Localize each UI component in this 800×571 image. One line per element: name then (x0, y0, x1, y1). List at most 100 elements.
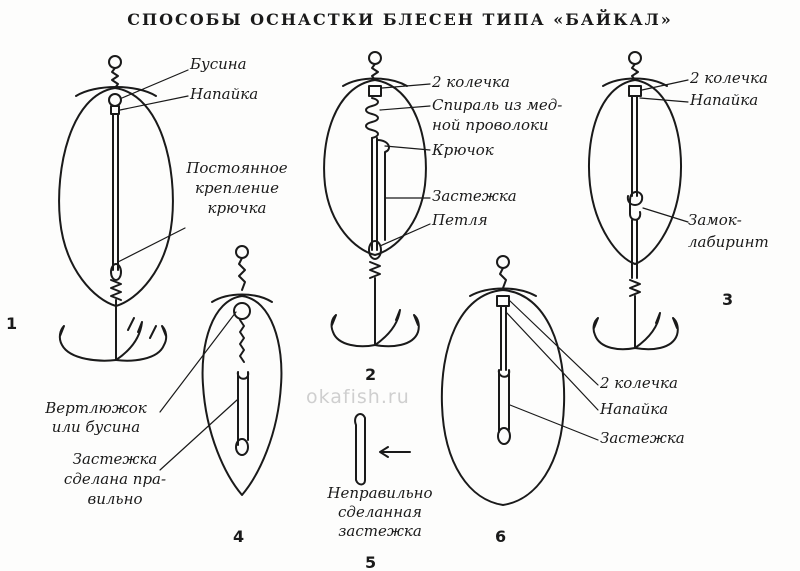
f2-label-loop: Петля (432, 211, 488, 229)
figure-1-hook-wrap (110, 279, 122, 301)
figure-1-spoon-outline (58, 87, 174, 307)
leader-f6-solder (505, 311, 599, 411)
figure-5-drawing (354, 413, 411, 486)
figure-3-treble-center (634, 312, 661, 349)
figure-6-shaft (500, 305, 507, 371)
f4-label-clasp-1: Застежка (72, 450, 158, 468)
leader-f4-clasp (159, 399, 238, 471)
figure-1-twist (111, 67, 119, 89)
figure-1-shaft (112, 113, 119, 271)
figure-5-number: 5 (365, 553, 377, 571)
figure-3-spoon-outline (588, 79, 682, 265)
figure-3-rings (628, 85, 642, 97)
figure-2-rings (368, 85, 382, 97)
figure-3-treble-right (634, 317, 679, 351)
figure-2-spiral (365, 97, 379, 139)
leader-f2-spiral (379, 105, 431, 111)
f2-label-clasp: Застежка (432, 187, 517, 205)
f3-label-lock-2: лабиринт (688, 233, 769, 251)
leader-f3-solder (639, 97, 689, 103)
figure-1-hook-eye (110, 263, 122, 281)
f2-label-spiral-2: ной проволоки (432, 116, 549, 134)
figure-2-hook-wrap (369, 261, 381, 279)
figure-6-twist (499, 267, 507, 289)
figure-6-rings (496, 295, 510, 307)
f4-label-clasp-2: сделана пра- (63, 470, 167, 488)
figure-1-bead (108, 93, 122, 107)
figure-2-eyelet (368, 51, 382, 65)
figure-2-clasp (376, 139, 390, 241)
f1-label-fixed-1: Постоянное (186, 159, 288, 177)
watermark: okafish.ru (306, 386, 410, 408)
figure-3-treble-left (592, 317, 636, 351)
figure-2-drawing (323, 51, 427, 348)
figure-3-lock (626, 190, 644, 221)
leader-f1-solder (119, 95, 189, 111)
figure-4-number: 4 (233, 527, 245, 546)
figure-6-eyelet (496, 255, 510, 269)
figure-5-clasp (354, 413, 366, 486)
figure-4-spoon-outline (201, 295, 283, 496)
figure-3-hook-wrap (629, 279, 641, 297)
leader-f1-fixed (117, 227, 186, 263)
f4-label-clasp-3: вильно (87, 490, 143, 508)
figure-2-spoon-outline (323, 79, 427, 256)
figure-3-twist (631, 63, 639, 81)
leader-f1-bead (121, 69, 189, 99)
figure-3-drawing (588, 51, 682, 351)
f4-label-swivel-2: или бусина (51, 418, 141, 436)
figure-2-loop (368, 240, 382, 260)
figure-6-clasp (497, 369, 511, 433)
figure-2-treble-right (374, 314, 420, 348)
figure-4-drawing (201, 245, 283, 496)
leader-lines (117, 69, 689, 471)
f3-label-lock-1: Замок- (688, 211, 742, 229)
figure-1-barbs (127, 317, 157, 339)
figure-6-drawing (440, 255, 566, 506)
f2-label-spiral-1: Спираль из мед- (432, 96, 563, 114)
f1-label-fixed-3: крючка (207, 199, 267, 217)
figure-3-eyelet (628, 51, 642, 65)
leader-f6-rings (508, 299, 599, 386)
f5-label-wrong-2: сделанная (338, 503, 422, 521)
figure-6-loop (497, 427, 511, 445)
leader-f2-hook (384, 145, 431, 151)
leader-f4-swivel (159, 311, 237, 413)
f1-label-bead: Бусина (190, 55, 247, 73)
diagram-title: СПОСОБЫ ОСНАСТКИ БЛЕСЕН ТИПА «БАЙКАЛ» (127, 10, 673, 29)
figure-2-treble-left (330, 314, 376, 348)
figure-4-twist (238, 257, 246, 291)
figure-4-eyelet (235, 245, 249, 259)
f3-label-rings: 2 колечка (690, 69, 768, 87)
f5-label-wrong-1: Неправильно (327, 484, 433, 502)
leader-f3-rings (641, 79, 689, 91)
figure-1-eyelet (108, 55, 122, 69)
figure-4-top-bar (211, 293, 273, 303)
f4-label-swivel-1: Вертлюжок (45, 399, 147, 417)
figure-1-drawing (58, 55, 174, 362)
f6-label-solder: Напайка (600, 400, 669, 418)
figure-6-spoon-outline (440, 289, 566, 506)
figure-4-swivel (233, 302, 251, 320)
figure-2-twist (371, 63, 379, 81)
figure-1-treble-left (58, 325, 117, 362)
f6-label-clasp: Застежка (600, 429, 685, 447)
leader-f3-lock (642, 207, 689, 223)
f1-label-fixed-2: крепление (195, 179, 279, 197)
figure-4-loop (235, 438, 249, 456)
figure-5-arrow-head (379, 446, 389, 458)
figure-3-number: 3 (722, 290, 734, 309)
figure-3-shaft-top (631, 95, 638, 197)
figure-1-treble-center (115, 321, 143, 361)
leader-f2-loop (379, 223, 431, 247)
f6-label-rings: 2 колечка (600, 374, 678, 392)
leader-f2-rings (381, 83, 431, 89)
figure-1-treble-right (115, 325, 168, 362)
figure-4-clasp (236, 371, 250, 446)
figure-2-treble-center (374, 309, 401, 346)
figure-4-chain (239, 319, 245, 363)
f2-label-hook: Крючок (432, 141, 494, 159)
figure-6-number: 6 (495, 527, 507, 546)
figure-2-number: 2 (365, 365, 377, 384)
